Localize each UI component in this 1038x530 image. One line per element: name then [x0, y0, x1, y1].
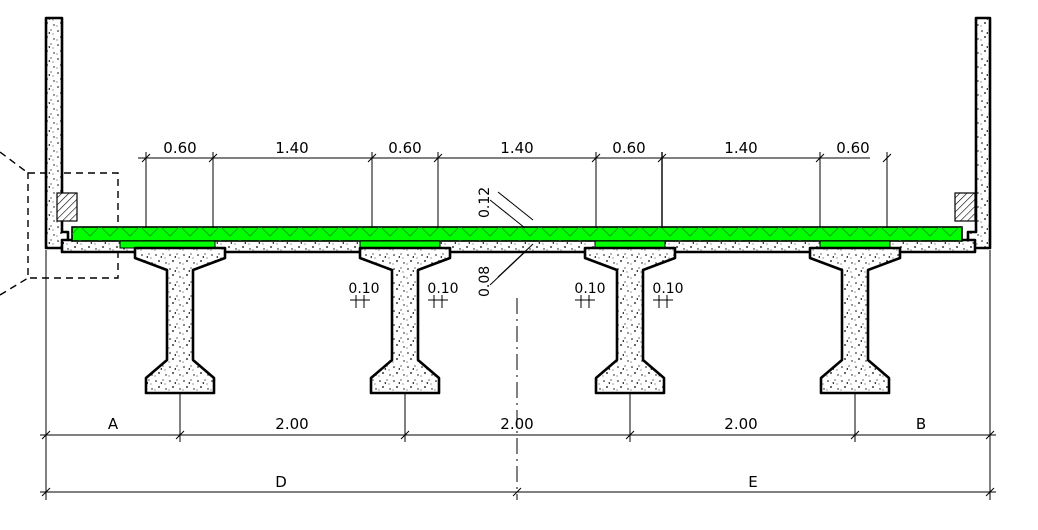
top-dim-6: 1.40: [724, 139, 757, 157]
extension-lines: [45, 250, 991, 500]
top-dimension-chain: 0.60 1.40 0.60 1.40 0.60 1.40 0.60: [138, 139, 892, 228]
girder-2: [358, 246, 452, 395]
girder-3: [583, 246, 677, 395]
top-dim-3: 0.60: [388, 139, 421, 157]
bottom-dim-2: 2.00: [500, 415, 533, 433]
flange-dim-4: 0.10: [652, 281, 683, 297]
top-dim-5: 0.60: [612, 139, 645, 157]
top-dim-4: 1.40: [500, 139, 533, 157]
bottom-dim-3: 2.00: [724, 415, 757, 433]
slab-thickness-dimension: 0.12 0.08: [477, 187, 534, 297]
bottom-dim-b: B: [916, 415, 926, 433]
flange-dim-1: 0.10: [348, 281, 379, 297]
top-dim-1: 0.60: [163, 139, 196, 157]
overall-dim-d: D: [275, 473, 287, 491]
detail-callout: [0, 151, 119, 296]
bottom-dimension-chain: A 2.00 2.00 2.00 B: [40, 415, 996, 440]
overall-dimension-chain: D E: [40, 473, 996, 497]
bottom-dim-a: A: [108, 415, 119, 433]
right-parapet: [954, 16, 992, 250]
overall-dim-e: E: [748, 473, 757, 491]
girder-4: [808, 246, 902, 395]
slab-thickness-top: 0.12: [477, 187, 493, 218]
flange-dimensions: 0.10 0.10 0.10 0.10: [348, 281, 684, 308]
deck-slab: [71, 226, 963, 249]
girder-1: [133, 246, 227, 395]
flange-dim-2: 0.10: [427, 281, 458, 297]
left-parapet: [44, 16, 78, 250]
flange-dim-3: 0.10: [574, 281, 605, 297]
top-dim-2: 1.40: [275, 139, 308, 157]
bottom-dim-1: 2.00: [275, 415, 308, 433]
slab-thickness-bottom: 0.08: [477, 266, 493, 297]
top-dim-7: 0.60: [836, 139, 869, 157]
